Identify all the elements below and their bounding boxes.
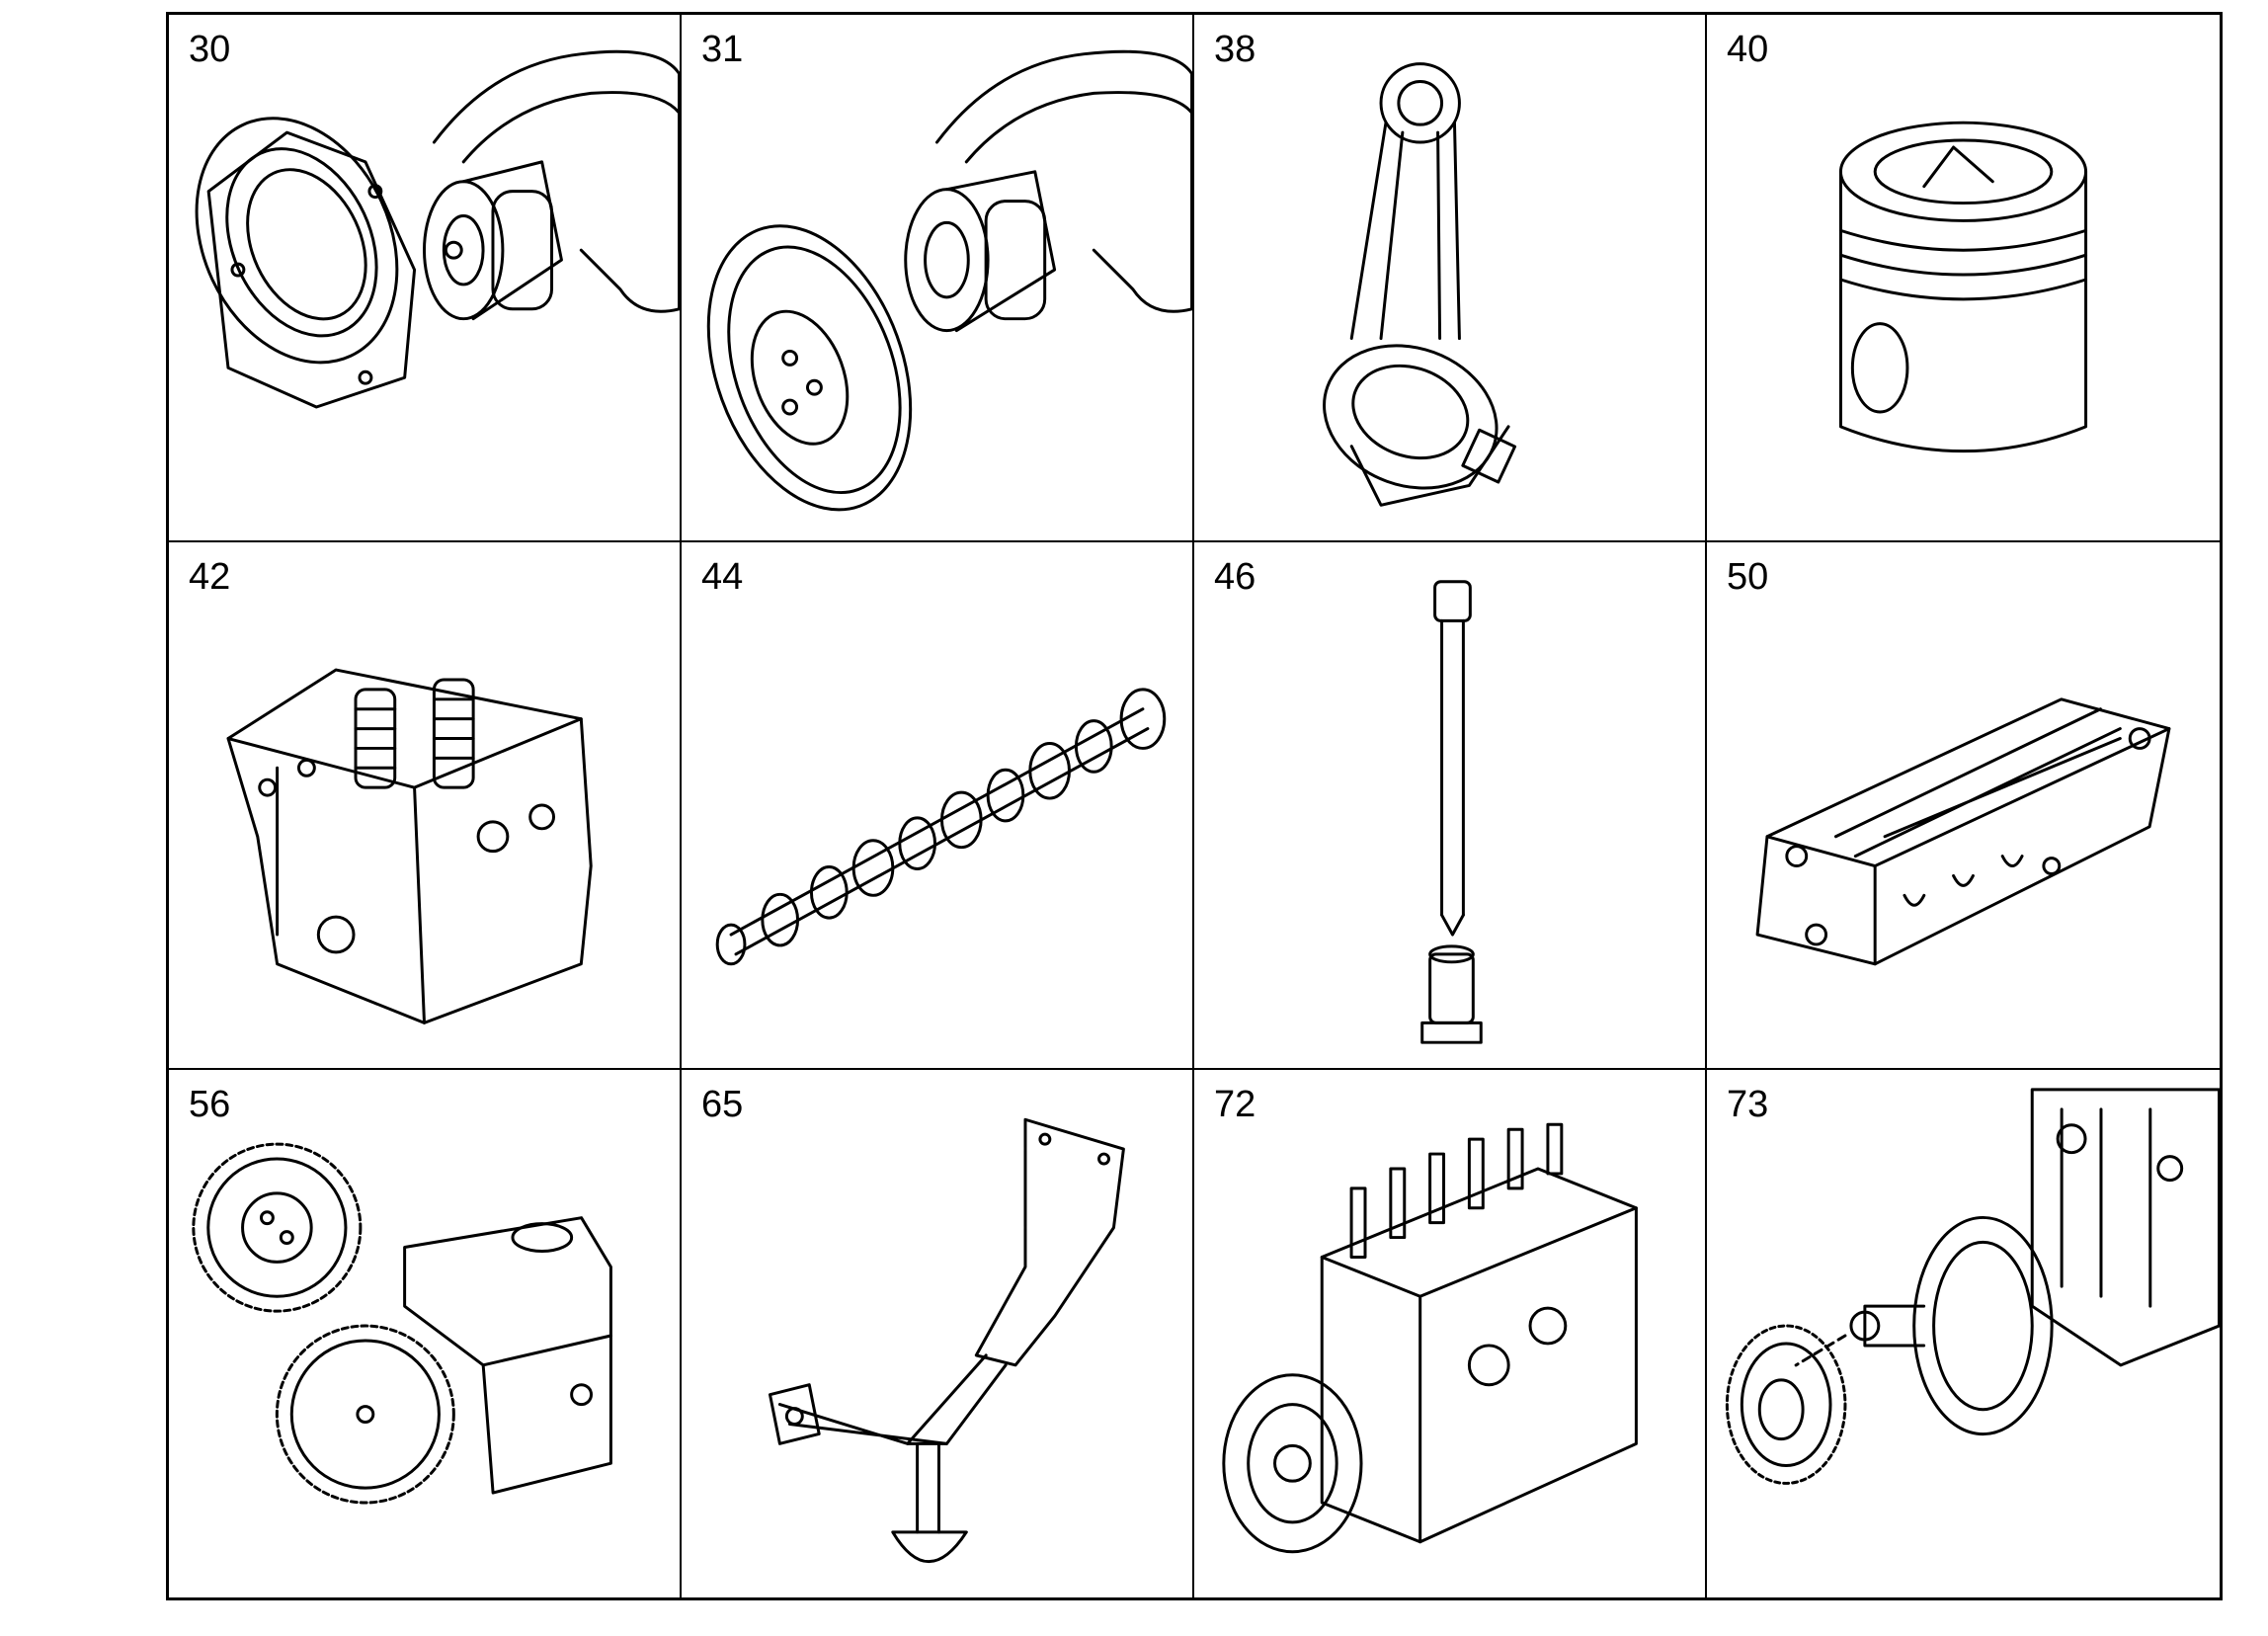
part-number: 42	[189, 556, 231, 598]
part-cell-56[interactable]: 56	[169, 1070, 682, 1597]
camshaft-icon	[715, 688, 1167, 966]
injection-pump-icon	[1222, 1122, 1638, 1554]
part-number: 65	[701, 1084, 744, 1125]
part-cell-30[interactable]: 30	[169, 15, 682, 542]
part-cell-72[interactable]: 72	[1194, 1070, 1707, 1597]
part-cell-42[interactable]: 42	[169, 542, 682, 1070]
part-cell-40[interactable]: 40	[1707, 15, 2220, 542]
part-cell-73[interactable]: 73	[1707, 1070, 2220, 1597]
oil-suction-pipe-icon	[768, 1117, 1125, 1563]
manifold-block-icon	[1755, 697, 2171, 966]
parts-grid: 30 31	[166, 12, 2223, 1600]
connecting-rod-icon	[1323, 62, 1517, 507]
part-number: 56	[189, 1084, 231, 1125]
part-number: 30	[189, 29, 231, 70]
part-number: 44	[701, 556, 744, 598]
part-cell-31[interactable]: 31	[682, 15, 1194, 542]
part-number: 73	[1727, 1084, 1769, 1125]
piston-icon	[1838, 121, 2088, 453]
part-cell-44[interactable]: 44	[682, 542, 1194, 1070]
cylinder-head-icon	[226, 668, 593, 1024]
part-number: 72	[1214, 1084, 1256, 1125]
part-cell-46[interactable]: 46	[1194, 542, 1707, 1070]
part-cell-38[interactable]: 38	[1194, 15, 1707, 542]
push-rod-and-tappet-icon	[1420, 580, 1483, 1044]
part-number: 38	[1214, 29, 1256, 70]
part-cell-65[interactable]: 65	[682, 1070, 1194, 1597]
crankshaft-with-pulley-icon	[706, 49, 1192, 512]
part-number: 46	[1214, 556, 1256, 598]
part-cell-50[interactable]: 50	[1707, 542, 2220, 1070]
part-number: 40	[1727, 29, 1769, 70]
part-number: 50	[1727, 556, 1769, 598]
oil-pump-with-gears-icon	[192, 1142, 612, 1505]
part-number: 31	[701, 29, 744, 70]
crankshaft-with-seal-housing-icon	[195, 49, 680, 409]
injection-pump-drive-gear-icon	[1725, 1088, 2220, 1485]
